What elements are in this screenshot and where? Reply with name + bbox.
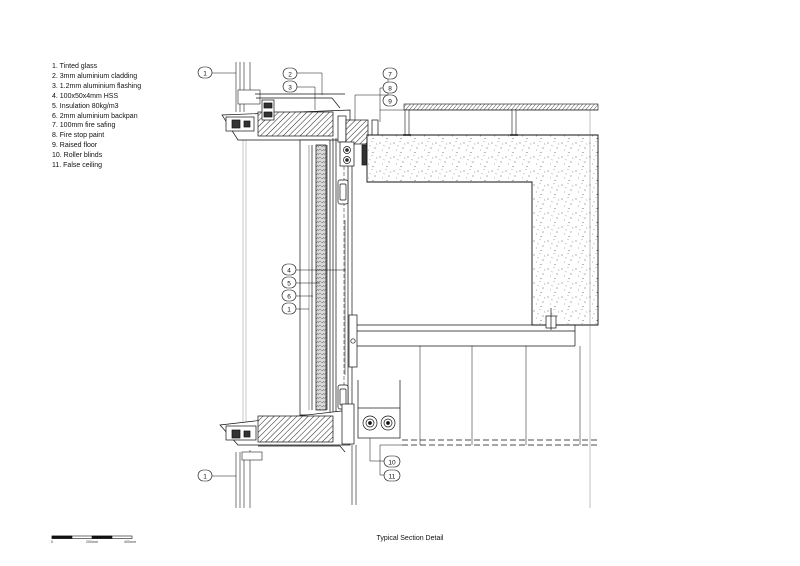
legend: 1. Tinted glass 2. 3mm aluminium claddin… [52, 62, 141, 171]
callout-label: 3 [288, 85, 292, 92]
glazing-mullion [235, 62, 263, 508]
roller-blinds [357, 380, 401, 439]
backpan-insulation [299, 138, 337, 416]
legend-item: 3. 1.2mm aluminium flashing [52, 82, 142, 90]
callout-label: 4 [287, 268, 291, 275]
callout-label: 2 [288, 72, 292, 79]
callout-label: 1 [287, 307, 291, 314]
concrete-slab [366, 134, 599, 326]
fire-safing [339, 119, 379, 167]
legend-item: 2. 3mm aluminium cladding [52, 72, 138, 80]
callout-9 [382, 94, 398, 107]
scale-bar [51, 535, 133, 539]
legend-item: 6. 2mm aluminium backpan [52, 112, 138, 120]
legend-item: 9. Raised floor [52, 142, 98, 150]
legend-item: 10. Roller blinds [52, 152, 103, 160]
scale-label: 400mm [124, 540, 136, 544]
legend-item: 7. 100mm fire safing [52, 122, 116, 130]
raised-floor [380, 103, 599, 136]
callout-2 [282, 67, 298, 80]
legend-item: 4. 100x50x4mm HSS [52, 92, 119, 100]
callout-7 [382, 67, 398, 80]
legend-item: 1. Tinted glass [52, 63, 98, 70]
callout-label: 1 [203, 474, 207, 481]
callout-label: 7 [388, 72, 392, 79]
callout-5 [281, 276, 297, 289]
callout-11 [383, 469, 401, 482]
callout-label: 9 [388, 99, 392, 106]
legend-item: 11. False ceiling [52, 162, 103, 170]
callout-8 [382, 81, 398, 94]
callout-label: 8 [388, 86, 392, 93]
callout-1-bottom [197, 469, 213, 482]
hss-column [337, 150, 358, 415]
callout-3 [282, 80, 298, 93]
legend-item: 8. Fire stop paint [52, 132, 105, 140]
callout-label: 6 [287, 294, 291, 301]
callout-label: 5 [287, 281, 291, 288]
drawing-title: Typical Section Detail [376, 535, 444, 542]
callout-4 [281, 263, 297, 276]
scale-label: 200mm [86, 540, 98, 544]
lower-spandrel [219, 403, 357, 505]
callout-1-mid [281, 302, 297, 315]
callout-label: 10 [388, 460, 396, 467]
callout-6 [281, 289, 297, 302]
callout-label: 11 [389, 474, 396, 481]
beam-ceiling [357, 110, 598, 508]
upper-spandrel [221, 93, 351, 143]
callout-1-top [197, 66, 213, 79]
callout-label: 1 [203, 71, 207, 78]
callout-10 [383, 455, 401, 468]
legend-item: 5. Insulation 80kg/m3 [52, 102, 119, 110]
scale-label: 0 [51, 540, 53, 544]
